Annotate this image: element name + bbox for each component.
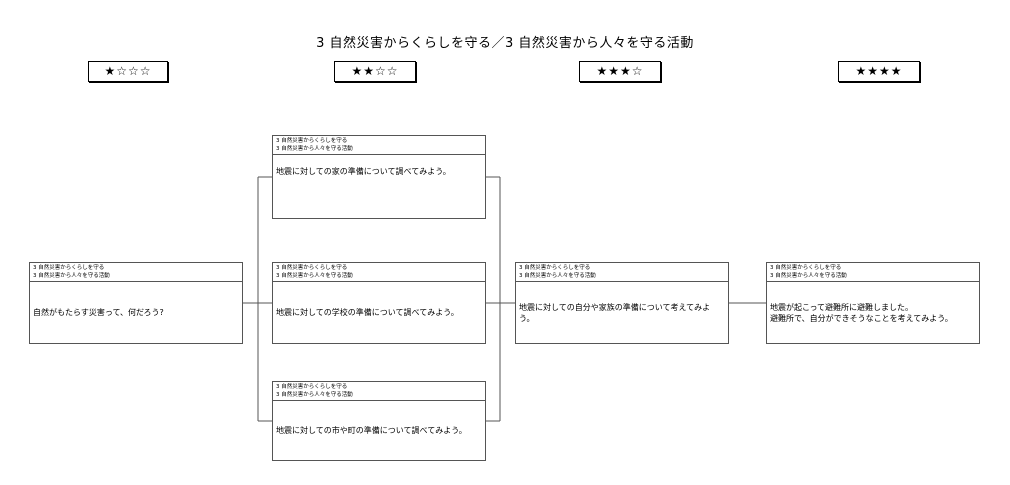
card-header: 3 自然災害からくらしを守る 3 自然災害から人々を守る活動 <box>273 382 485 401</box>
unit-label: 3 自然災害からくらしを守る <box>519 265 591 271</box>
card-header: 3 自然災害からくらしを守る 3 自然災害から人々を守る活動 <box>273 263 485 282</box>
page-title: 3 自然災害からくらしを守る／3 自然災害から人々を守る活動 <box>316 36 694 51</box>
level-3-stars: ★★★☆ <box>579 61 661 82</box>
level-1-stars: ★☆☆☆ <box>88 61 168 82</box>
question-card: 3 自然災害からくらしを守る 3 自然災害から人々を守る活動 地震に対しての家の… <box>272 135 486 219</box>
unit-label: 3 自然災害からくらしを守る <box>276 138 348 144</box>
card-header: 3 自然災害からくらしを守る 3 自然災害から人々を守る活動 <box>516 263 728 282</box>
unit-label: 3 自然災害からくらしを守る <box>33 265 105 271</box>
level-2-stars: ★★☆☆ <box>334 61 416 82</box>
unit-label: 3 自然災害からくらしを守る <box>276 265 348 271</box>
lesson-label: 3 自然災害から人々を守る活動 <box>276 146 353 152</box>
level-4-stars: ★★★★ <box>838 61 920 82</box>
question-text: 地震が起こって避難所に避難しました。 避難所で、自分ができそうなことを考えてみよ… <box>770 302 953 323</box>
lesson-label: 3 自然災害から人々を守る活動 <box>33 273 110 279</box>
question-text: 地震に対しての市や町の準備について調べてみよう。 <box>276 426 467 435</box>
question-text: 地震に対しての学校の準備について調べてみよう。 <box>276 308 459 317</box>
question-card: 3 自然災害からくらしを守る 3 自然災害から人々を守る活動 地震に対しての学校… <box>272 262 486 344</box>
unit-label: 3 自然災害からくらしを守る <box>276 384 348 390</box>
lesson-label: 3 自然災害から人々を守る活動 <box>770 273 847 279</box>
question-text: 地震に対しての自分や家族の準備について考えてみよう。 <box>519 302 711 323</box>
question-card: 3 自然災害からくらしを守る 3 自然災害から人々を守る活動 地震に対しての市や… <box>272 381 486 461</box>
card-header: 3 自然災害からくらしを守る 3 自然災害から人々を守る活動 <box>767 263 979 282</box>
card-header: 3 自然災害からくらしを守る 3 自然災害から人々を守る活動 <box>30 263 242 282</box>
question-text: 自然がもたらす災害って、何だろう? <box>33 308 164 317</box>
question-card: 3 自然災害からくらしを守る 3 自然災害から人々を守る活動 地震に対しての自分… <box>515 262 729 344</box>
question-text: 地震に対しての家の準備について調べてみよう。 <box>276 167 451 176</box>
lesson-label: 3 自然災害から人々を守る活動 <box>276 392 353 398</box>
unit-label: 3 自然災害からくらしを守る <box>770 265 842 271</box>
lesson-label: 3 自然災害から人々を守る活動 <box>276 273 353 279</box>
question-card: 3 自然災害からくらしを守る 3 自然災害から人々を守る活動 地震が起こって避難… <box>766 262 980 344</box>
lesson-label: 3 自然災害から人々を守る活動 <box>519 273 596 279</box>
card-header: 3 自然災害からくらしを守る 3 自然災害から人々を守る活動 <box>273 136 485 155</box>
question-card: 3 自然災害からくらしを守る 3 自然災害から人々を守る活動 自然がもたらす災害… <box>29 262 243 344</box>
